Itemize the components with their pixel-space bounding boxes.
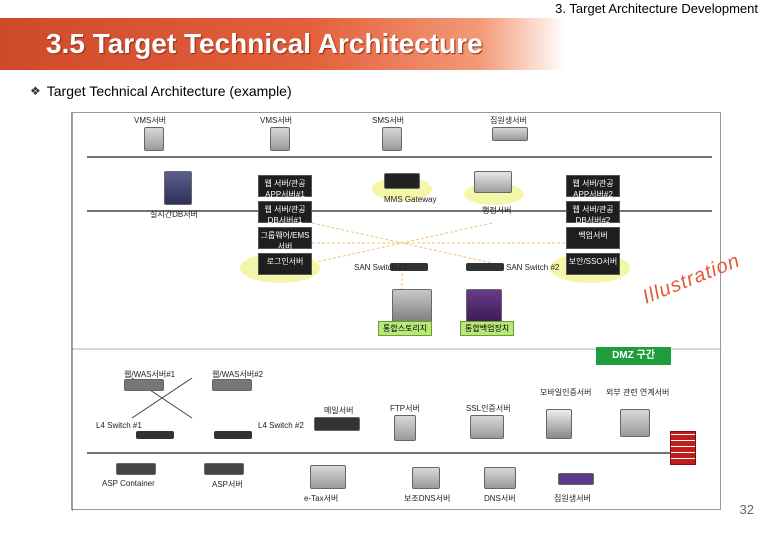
server-label: e-Tax서버 bbox=[304, 494, 339, 503]
mail-server-icon bbox=[314, 417, 360, 431]
server-icon bbox=[116, 463, 156, 475]
server-icon bbox=[204, 463, 244, 475]
mobile-server-icon bbox=[546, 409, 572, 439]
section-header: 3. Target Architecture Development bbox=[555, 1, 758, 16]
center-stack-item: 로그인서버 bbox=[258, 253, 312, 275]
server-label: VMS서버 bbox=[134, 116, 167, 125]
middle-device-label: 행정서버 bbox=[482, 206, 512, 215]
l4-switch-label: L4 Switch #2 bbox=[258, 421, 304, 430]
page-number: 32 bbox=[739, 502, 754, 517]
center-stack-item: 그룹웨어/EMS서버 bbox=[258, 227, 312, 251]
l4-switch-label: L4 Switch #1 bbox=[96, 421, 142, 430]
center-stack-item: 웹 서버/관공 APP서버#1 bbox=[258, 175, 312, 199]
dmz-badge: DMZ 구간 bbox=[596, 347, 671, 365]
san-switch-label: SAN Switch #1 bbox=[354, 263, 408, 272]
bullet-line: ❖ Target Technical Architecture (example… bbox=[30, 83, 292, 99]
bullet-text: Target Technical Architecture (example) bbox=[46, 83, 292, 99]
right-stack-item: 웹 서버/관공 APP서버#2 bbox=[566, 175, 620, 199]
backup-label: 통합백업장치 bbox=[460, 321, 515, 336]
server-label: 웹/WAS서버#1 bbox=[124, 370, 176, 379]
san-switch-label: SAN Switch #2 bbox=[506, 263, 560, 272]
server-icon bbox=[310, 465, 346, 489]
san-switch-icon bbox=[390, 263, 428, 271]
server-label: VMS서버 bbox=[260, 116, 293, 125]
asp-container-label: ASP Container bbox=[102, 479, 155, 488]
server-icon bbox=[124, 379, 164, 391]
storage-label: 통합스토리지 bbox=[378, 321, 433, 336]
title-bar bbox=[0, 18, 566, 70]
center-stack-item: 웹 서버/관공 DB서버#1 bbox=[258, 201, 312, 225]
san-switch-icon bbox=[466, 263, 504, 271]
server-icon bbox=[492, 127, 528, 141]
ftp-server-icon bbox=[394, 415, 416, 441]
mail-server-label: 메일서버 bbox=[324, 406, 354, 415]
storage-icon bbox=[392, 289, 432, 323]
backup-icon bbox=[466, 289, 502, 323]
external-server-icon bbox=[620, 409, 650, 437]
asp-server-label: ASP서버 bbox=[212, 480, 243, 489]
server-icon bbox=[144, 127, 164, 151]
ftp-server-label: FTP서버 bbox=[390, 404, 420, 413]
server-label: 보조DNS서버 bbox=[404, 494, 451, 503]
architecture-diagram: VMS서버 VMS서버 SMS서버 집원생서버 실시간DB서버 웹 서버/관공 … bbox=[71, 112, 722, 511]
right-stack-item: 백업서버 bbox=[566, 227, 620, 249]
mobile-server-label: 모바일인증서버 bbox=[540, 388, 592, 397]
middle-device-icon bbox=[474, 171, 512, 193]
right-stack-item: 웹 서버/관공 DB서버#2 bbox=[566, 201, 620, 225]
external-server-label: 외부 관련 연계서버 bbox=[606, 388, 670, 397]
ssl-server-icon bbox=[470, 415, 504, 439]
ssl-server-label: SSL인증서버 bbox=[466, 404, 511, 413]
server-icon bbox=[412, 467, 440, 489]
right-stack-item: 보안/SSO서버 bbox=[566, 253, 620, 275]
l4-switch-icon bbox=[136, 431, 174, 439]
gateway-label: MMS Gateway bbox=[384, 195, 437, 204]
server-label: DNS서버 bbox=[484, 494, 516, 503]
server-icon bbox=[382, 127, 402, 151]
gateway-device-icon bbox=[384, 173, 420, 189]
server-icon bbox=[270, 127, 290, 151]
server-icon bbox=[484, 467, 516, 489]
page-title: 3.5 Target Technical Architecture bbox=[46, 28, 483, 59]
db-server-icon bbox=[164, 171, 192, 205]
network-lines bbox=[72, 113, 722, 511]
server-label: 집원생서버 bbox=[554, 494, 591, 503]
firewall-icon bbox=[670, 431, 696, 465]
db-server-label: 실시간DB서버 bbox=[150, 210, 198, 219]
l4-switch-icon bbox=[214, 431, 252, 439]
server-label: SMS서버 bbox=[372, 116, 405, 125]
server-label: 집원생서버 bbox=[490, 116, 527, 125]
server-icon bbox=[212, 379, 252, 391]
server-label: 웹/WAS서버#2 bbox=[212, 370, 264, 379]
diamond-bullet-icon: ❖ bbox=[30, 84, 41, 98]
server-icon bbox=[558, 473, 594, 485]
